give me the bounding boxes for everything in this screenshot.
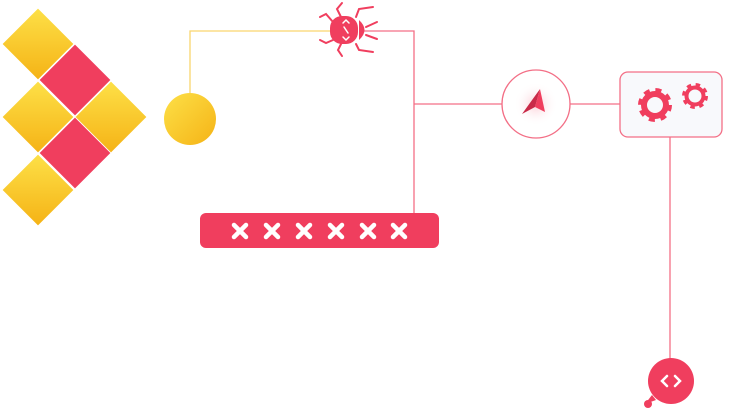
navigation-node	[501, 69, 571, 139]
navigation-arrow-icon	[522, 89, 540, 114]
mask-icons	[231, 222, 408, 240]
gears-icon	[638, 83, 708, 122]
bug-icon	[319, 2, 378, 57]
yellow-node	[164, 93, 216, 145]
password-field	[200, 213, 439, 248]
settings-panel	[619, 71, 723, 138]
logo-diamonds	[2, 8, 147, 226]
code-chat-icon	[644, 358, 694, 408]
connector-lines	[189, 30, 671, 360]
